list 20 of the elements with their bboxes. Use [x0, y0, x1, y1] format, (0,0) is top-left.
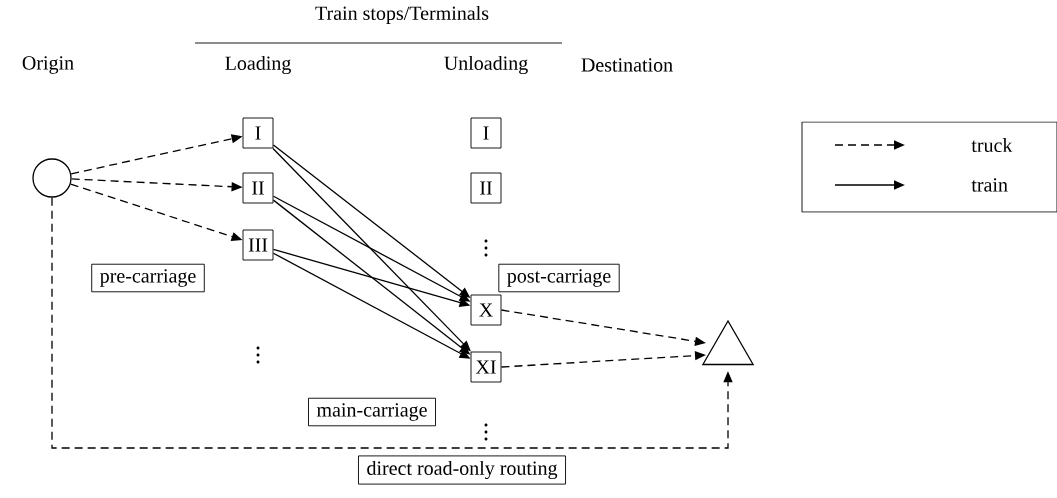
arrow — [51, 197, 733, 449]
terminal-box: II — [242, 172, 274, 204]
column-heading: Origin — [22, 56, 74, 74]
stage-box: pre-carriage — [91, 263, 205, 293]
terminal-box: III — [242, 229, 274, 261]
stage-box: post-carriage — [498, 263, 620, 293]
route-box: direct road-only routing — [358, 455, 566, 485]
column-heading: Train stops/Terminals — [315, 5, 489, 25]
column-heading: Loading — [225, 55, 291, 75]
origin-circle — [32, 158, 72, 198]
stage-box: main-carriage — [308, 397, 436, 427]
terminal-box: XI — [470, 351, 502, 383]
column-heading: Destination — [581, 58, 673, 72]
column-heading: Unloading — [444, 55, 528, 75]
legend-text: truck — [971, 137, 1013, 153]
legend-text: train — [971, 178, 1008, 192]
terminal-box: II — [470, 172, 502, 204]
terminal-box: X — [470, 294, 502, 326]
terminal-box: I — [242, 117, 274, 149]
terminal-box: I — [470, 117, 502, 149]
